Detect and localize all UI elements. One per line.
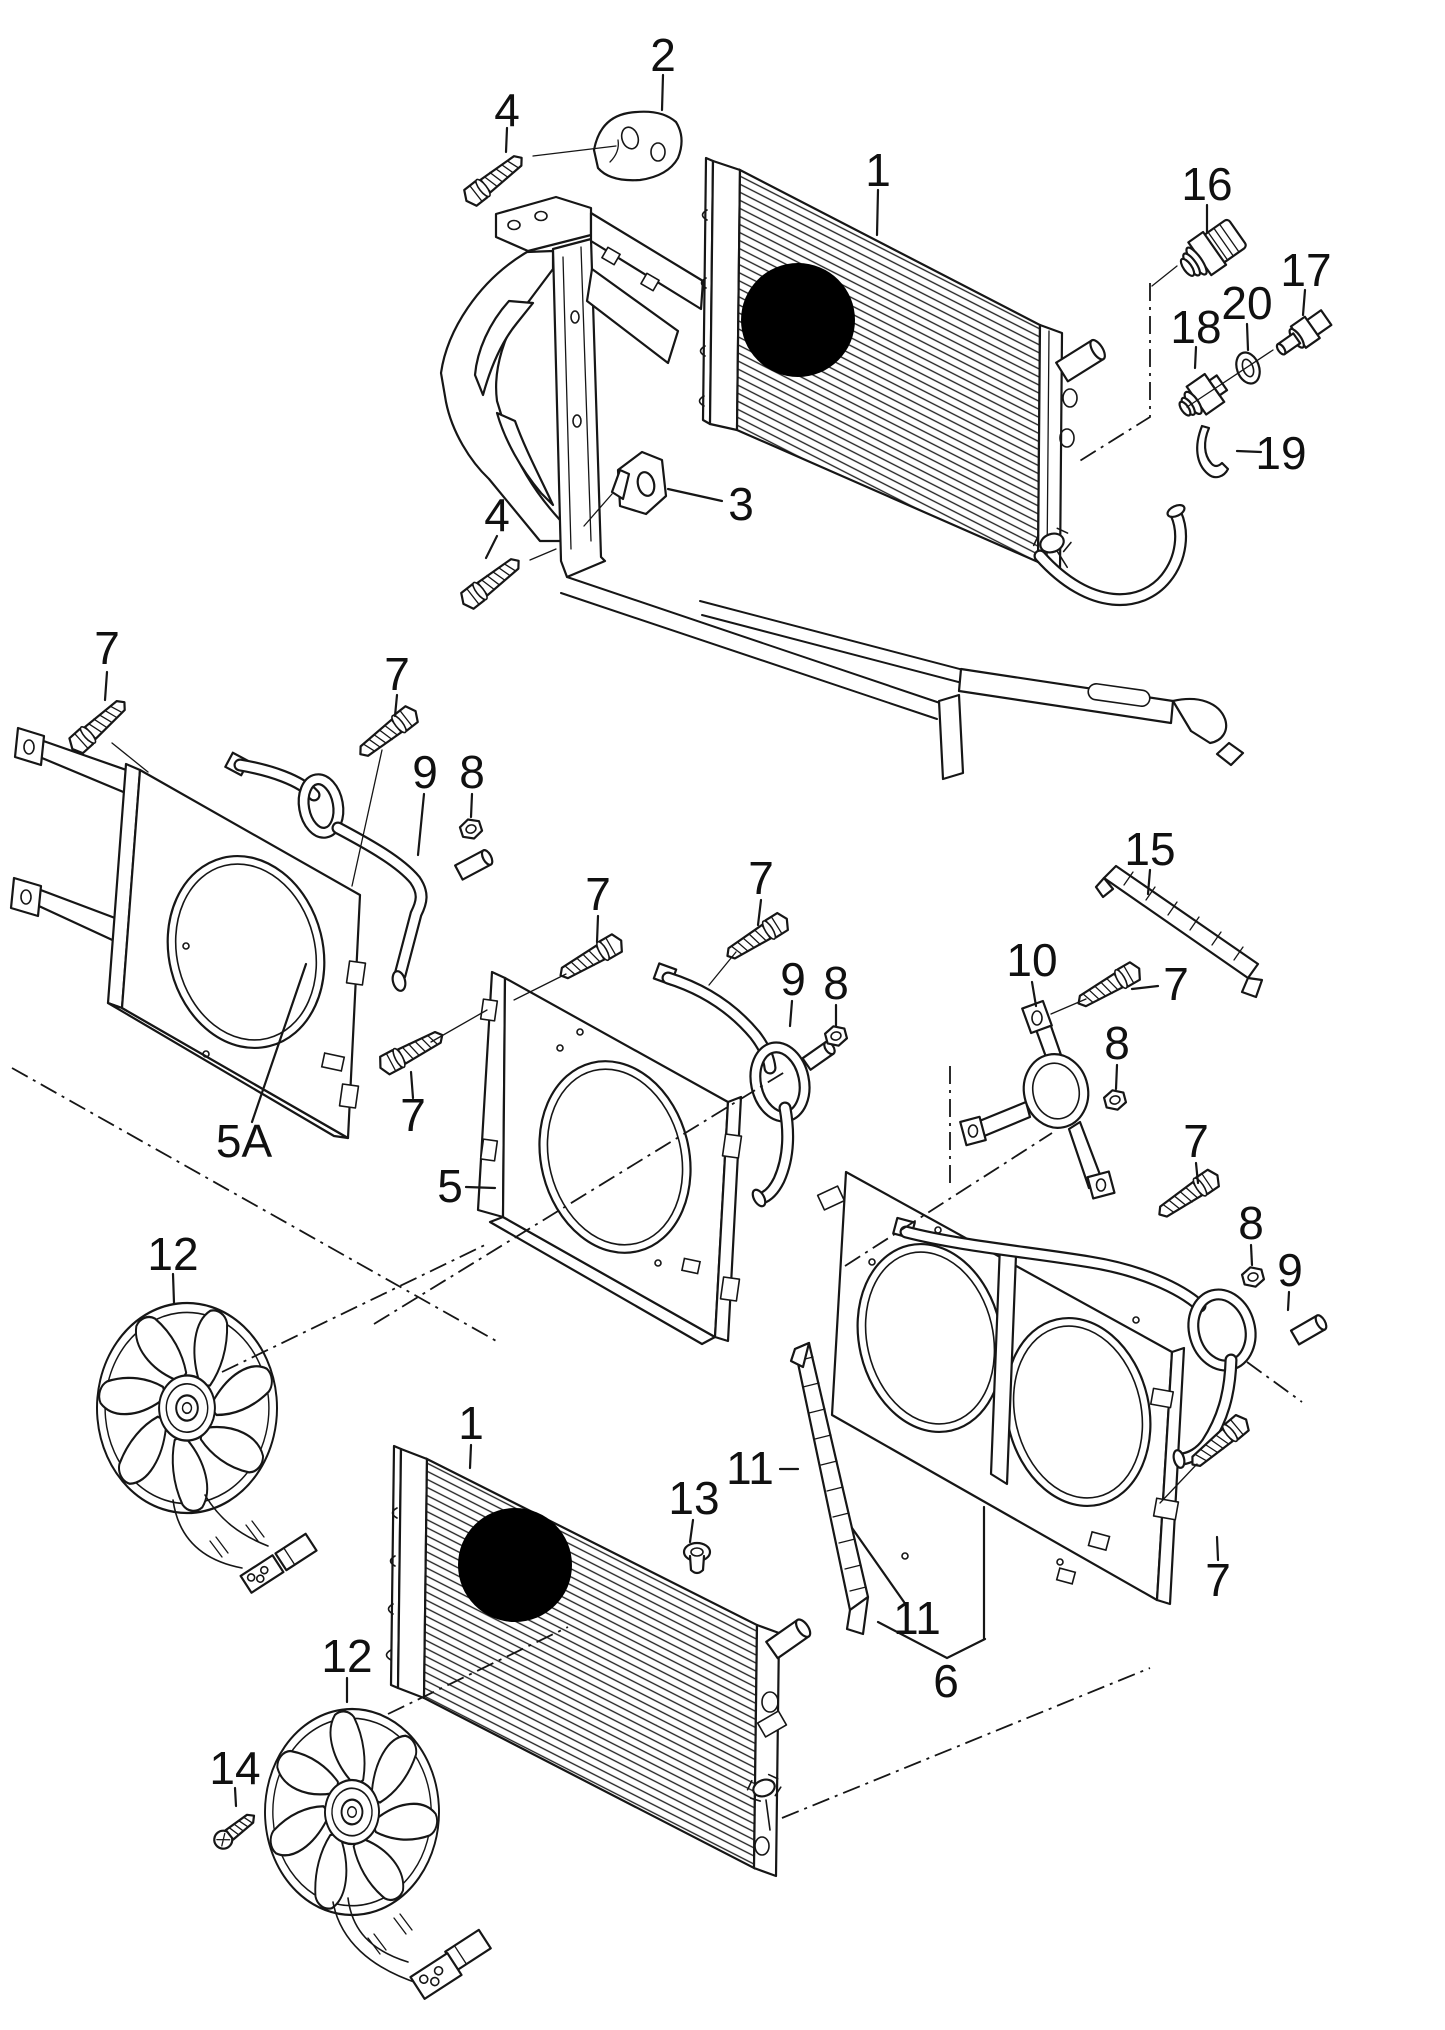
- bracket-bottom-3: [610, 450, 668, 516]
- nut-8d: [1239, 1263, 1267, 1291]
- callout-19: 19: [1255, 427, 1306, 479]
- vent-pipe-9a: [224, 751, 494, 992]
- callout-7a: 7: [94, 622, 120, 674]
- callout-8a: 8: [459, 746, 485, 798]
- callout-7d: 7: [585, 868, 611, 920]
- callout-7g: 7: [1183, 1115, 1209, 1167]
- bracket-top-2: [592, 110, 683, 182]
- radiator-upper: [698, 156, 1188, 607]
- callout-2: 2: [650, 29, 676, 81]
- screw-7f: [1072, 958, 1146, 1014]
- callout-6: 6: [933, 1655, 959, 1707]
- callout-10: 10: [1006, 934, 1057, 986]
- callout-leaders: [103, 73, 1307, 1808]
- callout-12a: 12: [147, 1228, 198, 1280]
- callout-4b: 4: [484, 489, 510, 541]
- callout-20: 20: [1221, 277, 1272, 329]
- screw-7d: [554, 930, 628, 986]
- screw-4a: [458, 148, 530, 211]
- callout-8d: 8: [1238, 1197, 1264, 1249]
- callout-12b: 12: [321, 1630, 372, 1682]
- callout-13: 13: [668, 1472, 719, 1524]
- callout-7c: 7: [400, 1089, 426, 1141]
- callout-9b: 9: [780, 953, 806, 1005]
- fan-shroud-5a: [9, 726, 367, 1140]
- callout-5: 5: [437, 1160, 463, 1212]
- callout-8b: 8: [823, 957, 849, 1009]
- o-ring-20: [1235, 351, 1261, 385]
- retaining-rail-15: [1094, 864, 1264, 999]
- callout-4a: 4: [494, 84, 520, 136]
- callout-labels: 2 4 1 16 17 20 18 19 3 4 7 7 9 8 15 5A 5…: [94, 29, 1331, 1794]
- screw-4b: [455, 551, 527, 614]
- drain-cock: [1032, 527, 1072, 569]
- callout-8c: 8: [1104, 1017, 1130, 1069]
- support-bracket-10: [959, 999, 1116, 1200]
- screw-7a: [64, 693, 133, 758]
- screw-7c: [374, 1024, 449, 1079]
- plug-13: [682, 1541, 712, 1575]
- screw-7g: [1152, 1165, 1225, 1225]
- callout-11b: 11: [893, 1592, 941, 1644]
- nut-8a: [457, 815, 485, 843]
- callout-5a: 5A: [216, 1115, 273, 1167]
- fan-shroud-5: [476, 970, 743, 1346]
- cooling-fan-12a: [88, 1293, 287, 1525]
- radiator-lower: [385, 1444, 812, 1878]
- callout-7f: 7: [1163, 958, 1189, 1010]
- callout-7e: 7: [748, 852, 774, 904]
- nut-8c: [1101, 1086, 1129, 1114]
- callout-9c: 9: [1277, 1244, 1303, 1296]
- assembly-axis-lines: [11, 283, 1303, 1819]
- front-support-frame: [439, 195, 1245, 781]
- screw-14: [209, 1807, 261, 1854]
- callout-7b: 7: [384, 648, 410, 700]
- cooling-fan-12b: [242, 1682, 462, 1943]
- thermo-switch-16: [1179, 218, 1247, 277]
- callout-15: 15: [1124, 823, 1175, 875]
- callout-18: 18: [1170, 301, 1221, 353]
- temp-sensor-17: [1275, 309, 1333, 356]
- callout-17: 17: [1280, 244, 1331, 296]
- callout-7h: 7: [1205, 1554, 1231, 1606]
- callout-3: 3: [728, 478, 754, 530]
- callout-9a: 9: [412, 746, 438, 798]
- callout-1a: 1: [865, 144, 891, 196]
- radiator-outlet-stub: [1055, 338, 1106, 383]
- retaining-clip-19: [1196, 424, 1230, 479]
- callout-14: 14: [209, 1742, 260, 1794]
- fan-12a-harness: [172, 1494, 318, 1594]
- callout-16: 16: [1181, 158, 1232, 210]
- fan-12b-harness: [332, 1897, 492, 2000]
- callout-11a: 11: [726, 1442, 774, 1494]
- serrated-strip-11: [789, 1341, 870, 1636]
- callout-1b: 1: [458, 1397, 484, 1449]
